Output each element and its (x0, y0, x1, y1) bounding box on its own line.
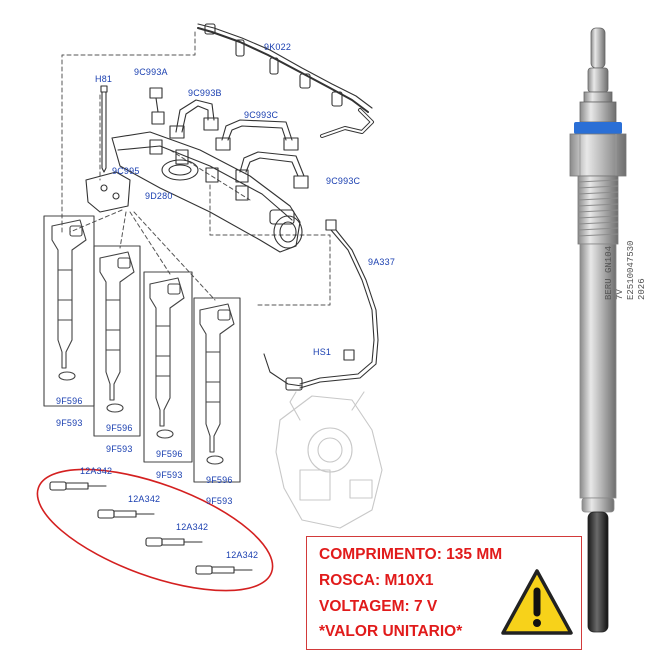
label-9f596-2: 9F596 (106, 423, 133, 433)
label-9f593-3: 9F593 (156, 470, 183, 480)
label-9f593-4: 9F593 (206, 496, 233, 506)
warning-triangle-icon (501, 569, 573, 635)
label-9c993c-upper: 9C993C (244, 110, 279, 120)
injector-box-4 (193, 297, 241, 483)
clip-9c993a (149, 87, 165, 125)
high-pressure-pump (275, 391, 383, 529)
pipe-9c993c-upper (215, 119, 299, 151)
label-9d280: 9D280 (145, 191, 173, 201)
glow-plugs-12a342 (49, 481, 253, 575)
wire-harness-9k022 (197, 23, 374, 138)
label-9f596-3: 9F596 (156, 449, 183, 459)
label-12a342-1: 12A342 (80, 466, 113, 476)
glow-plug-small-2 (97, 509, 155, 519)
glow-plug-small-4 (195, 565, 253, 575)
spec-thread: ROSCA: M10X1 (319, 572, 434, 589)
label-9k022: 9K022 (264, 42, 292, 52)
blue-ring (574, 122, 622, 134)
label-h81: H81 (95, 74, 113, 84)
engraving-line-1: BERU GN104 7V (604, 245, 625, 300)
spec-length: COMPRIMENTO: 135 MM (319, 546, 503, 563)
pipe-9c993c-lower (235, 151, 309, 189)
label-9c993a: 9C993A (134, 67, 168, 77)
label-9f593-2: 9F593 (106, 444, 133, 454)
injector-box-1 (43, 215, 95, 407)
dashed-leaders (61, 29, 331, 306)
spec-box: COMPRIMENTO: 135 MM ROSCA: M10X1 VOLTAGE… (306, 536, 582, 650)
highlight-ellipse (36, 468, 274, 592)
label-9a337: 9A337 (368, 257, 396, 267)
label-12a342-2: 12A342 (128, 494, 161, 504)
label-9c995: 9C995 (112, 166, 140, 176)
label-12a342-4: 12A342 (226, 550, 259, 560)
label-9f593-1: 9F593 (56, 418, 83, 428)
label-9f596-1: 9F596 (56, 396, 83, 406)
return-pipe-9a337 (263, 219, 379, 391)
engraving-line-2: E2510047530 2026 (626, 240, 647, 300)
injector-box-2 (93, 245, 141, 437)
spec-voltage: VOLTAGEM: 7 V (319, 598, 438, 615)
pipe-9c993b (169, 99, 219, 139)
fuel-rail-9d280 (111, 131, 303, 253)
label-9c993b: 9C993B (188, 88, 222, 98)
glow-plug-small-1 (49, 481, 107, 491)
bracket-9c995 (85, 171, 131, 213)
label-9f596-4: 9F596 (206, 475, 233, 485)
glow-plug-small-3 (145, 537, 203, 547)
label-12a342-3: 12A342 (176, 522, 209, 532)
label-hs1: HS1 (313, 347, 332, 357)
label-9c993c-lower: 9C993C (326, 176, 361, 186)
injector-box-3 (143, 271, 193, 463)
spec-unit-price-note: *VALOR UNITARIO* (319, 623, 463, 640)
product-engraving: BERU GN104 7V E2510047530 2026 (604, 241, 648, 300)
glow-plug-product (569, 27, 627, 633)
pressure-sensor-h81 (100, 85, 108, 173)
